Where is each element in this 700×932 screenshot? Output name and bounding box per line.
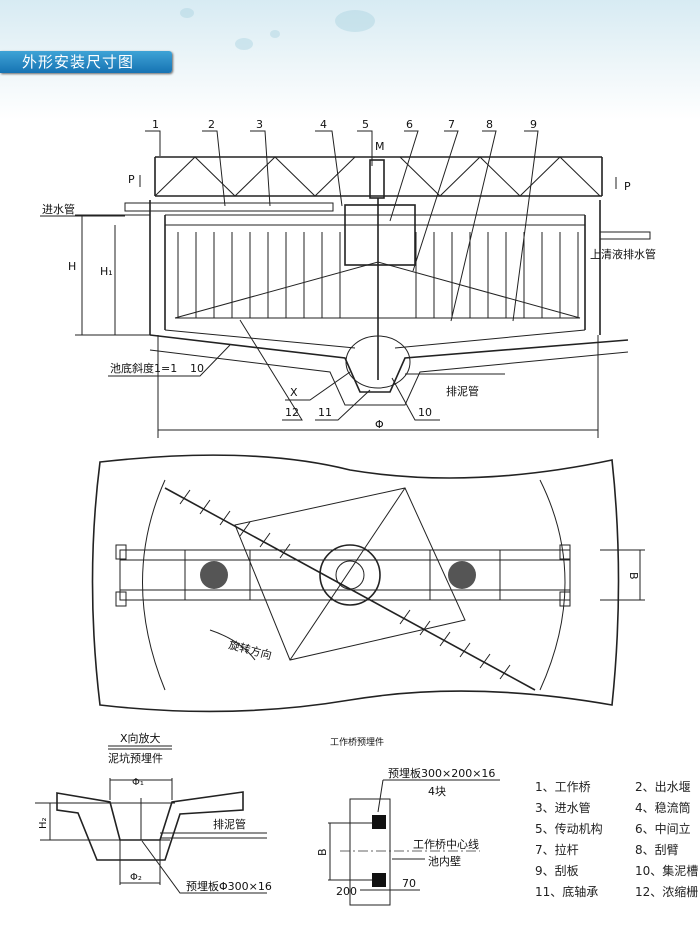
load-p-left: P <box>128 173 135 186</box>
legend-item: 8、刮臂 <box>635 843 679 857</box>
dim-h1: H₁ <box>100 265 113 278</box>
part-number: 7 <box>448 118 455 131</box>
dim-b: B <box>627 572 640 580</box>
part-number: 6 <box>406 118 413 131</box>
dim-70: 70 <box>402 877 416 890</box>
detail-x-title: X向放大 <box>120 731 161 745</box>
bridge-plan <box>119 549 571 601</box>
water-drop <box>180 8 194 18</box>
embedded-plate-label: 预埋板Φ300×16 <box>186 879 272 893</box>
legend-item: 4、稳流筒 <box>635 801 691 815</box>
rotation-arrow-icon <box>209 629 256 661</box>
part-number: 5 <box>362 118 369 131</box>
legend-row: 1、工作桥 2、出水堰 <box>535 778 700 799</box>
sludge-pipe-label: 排泥管 <box>446 384 479 398</box>
elevation-view: 1 2 3 4 5 6 7 8 9 M P P <box>40 118 656 438</box>
stilling-well <box>344 204 416 266</box>
legend-row: 9、刮板 10、集泥槽 <box>535 862 700 883</box>
detail-x-label: X <box>290 386 298 399</box>
center-column <box>319 544 381 606</box>
legend-item: 10、集泥槽 <box>635 864 699 878</box>
inlet-pipe <box>124 202 334 212</box>
dim-diameter: Φ <box>375 418 384 431</box>
inlet-pipe-label: 进水管 <box>42 202 75 216</box>
part-number: 3 <box>256 118 263 131</box>
part-number: 4 <box>320 118 327 131</box>
bridge-plate-count: 4块 <box>428 785 446 798</box>
embedded-plate <box>372 815 386 829</box>
dim-h: H <box>68 260 76 273</box>
legend-row: 11、底轴承 12、浓缩栅 <box>535 883 700 904</box>
legend-item: 6、中间立 <box>635 822 691 836</box>
water-drop <box>335 10 375 32</box>
dim-b: B <box>316 848 329 856</box>
sludge-grate <box>200 561 228 589</box>
water-drop <box>235 38 253 50</box>
sludge-grate <box>448 561 476 589</box>
supernatant-pipe-label: 上清液排水管 <box>590 247 656 261</box>
legend-item: 5、传动机构 <box>535 822 603 836</box>
parts-legend: 1、工作桥 2、出水堰 3、进水管 4、稳流筒 5、传动机构 6、中间立 7、拉杆 8、… <box>535 778 700 904</box>
dim-200: 200 <box>336 885 357 898</box>
part-label: 11 <box>318 406 332 419</box>
load-p-right: P <box>624 180 631 193</box>
sludge-pipe-label: 排泥管 <box>213 817 246 831</box>
legend-item: 11、底轴承 <box>535 885 599 899</box>
legend-item: 12、浓缩栅 <box>635 885 699 899</box>
supernatant-pipe <box>599 231 651 240</box>
detail-x-subtitle: 泥坑预埋件 <box>108 751 163 765</box>
part-number: 9 <box>530 118 537 131</box>
drive-mechanism <box>369 159 385 199</box>
dim-phi1: Φ₁ <box>132 777 144 788</box>
part-number: 8 <box>486 118 493 131</box>
part-number: 2 <box>208 118 215 131</box>
legend-item: 3、进水管 <box>535 801 591 815</box>
bridge-plate-label: 预埋板300×200×16 <box>388 766 495 780</box>
legend-row: 7、拉杆 8、刮臂 <box>535 841 700 862</box>
detail-bridge: 工作桥预埋件 预埋板300×200×16 4块 B 工作桥中心线 池内壁 200… <box>316 736 500 906</box>
legend-row: 5、传动机构 6、中间立 <box>535 820 700 841</box>
motor-label: M <box>375 140 385 153</box>
legend-item: 9、刮板 <box>535 864 579 878</box>
part-number: 1 <box>152 118 159 131</box>
detail-bridge-title: 工作桥预埋件 <box>330 736 384 748</box>
floor-slope-label: 池底斜度1=1 <box>110 361 177 375</box>
part-leaders: 1 2 3 4 5 6 7 8 9 <box>145 118 539 322</box>
dim-phi2: Φ₂ <box>130 872 142 883</box>
detail-x: X向放大 泥坑预埋件 Φ₁ H₂ 排泥管 Φ₂ 预埋板Φ300×16 <box>35 731 272 894</box>
dim-h2: H₂ <box>38 817 49 829</box>
detail-x-circle <box>345 335 411 389</box>
legend-item: 1、工作桥 <box>535 780 591 794</box>
legend-item: 7、拉杆 <box>535 843 579 857</box>
plan-view: B 旋转方向 <box>91 454 645 713</box>
water-drop <box>270 30 280 38</box>
bridge-centerline-label: 工作桥中心线 <box>413 837 479 851</box>
legend-row: 3、进水管 4、稳流筒 <box>535 799 700 820</box>
part-label: 10 <box>190 362 204 375</box>
legend-item: 2、出水堰 <box>635 780 691 794</box>
embedded-plate <box>372 873 386 887</box>
rotation-label: 旋转方向 <box>227 637 273 662</box>
section-title: 外形安装尺寸图 <box>0 51 172 73</box>
work-bridge <box>154 156 603 197</box>
tank-section <box>124 198 651 406</box>
inner-wall-label: 池内壁 <box>428 854 461 868</box>
part-label: 10 <box>418 406 432 419</box>
